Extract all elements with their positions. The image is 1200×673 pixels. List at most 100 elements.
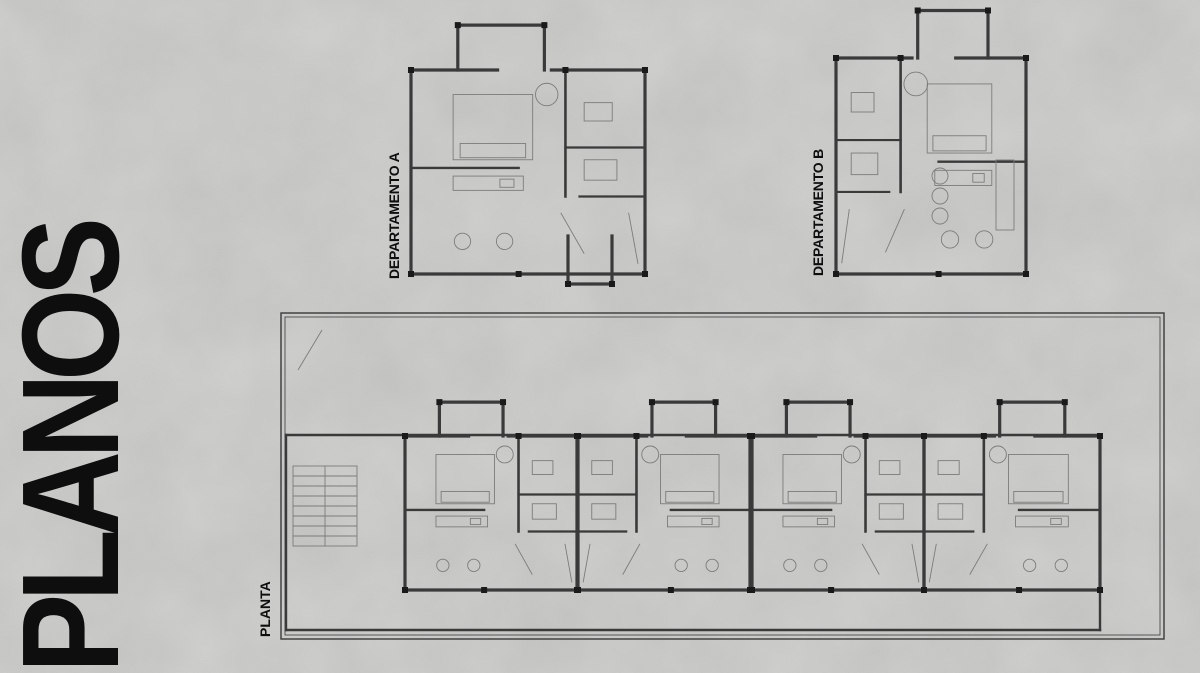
floor-plan-label: PLANTA (257, 581, 273, 637)
site-boundary (280, 312, 1165, 640)
furniture (1013, 490, 1064, 503)
furniture (816, 517, 829, 526)
column (847, 399, 854, 406)
column (642, 67, 648, 73)
column (712, 399, 719, 406)
furniture (850, 152, 879, 176)
column (783, 399, 790, 406)
fixture-circle (641, 445, 660, 464)
fixture-line (297, 329, 323, 371)
column (1061, 399, 1068, 406)
column (897, 55, 904, 61)
furniture (591, 460, 613, 475)
fixture-line (628, 212, 639, 264)
column (862, 433, 869, 439)
furniture (937, 460, 960, 475)
column (749, 587, 755, 593)
column (609, 281, 615, 287)
fixture-circle (931, 187, 949, 205)
furniture (660, 454, 720, 505)
apartment-b-label: DEPARTAMENTO B (810, 148, 826, 276)
furniture (972, 173, 985, 183)
fixture-circle (495, 232, 514, 250)
furniture (932, 135, 987, 152)
column (914, 7, 921, 14)
furniture (878, 460, 901, 475)
column (408, 67, 414, 73)
furniture (926, 83, 993, 154)
fixture-circle (495, 445, 514, 464)
column (1097, 587, 1103, 593)
fixture-line (969, 543, 988, 575)
column (648, 399, 655, 406)
fixture-line (622, 543, 641, 575)
fixture-circle (783, 558, 797, 572)
column (402, 587, 408, 593)
furniture (665, 490, 715, 503)
apartment-b-plan (833, 7, 1029, 277)
column (402, 433, 408, 439)
column (833, 271, 839, 277)
fixture-circle (674, 558, 688, 572)
column (935, 271, 942, 277)
furniture (440, 490, 490, 503)
furniture (782, 515, 836, 528)
furniture (499, 178, 515, 188)
fixture-line (514, 543, 533, 575)
fixture-circle (975, 230, 994, 249)
column (575, 587, 581, 593)
furniture (1008, 454, 1069, 505)
furniture (937, 503, 964, 520)
furniture (701, 517, 713, 526)
column (574, 433, 580, 439)
fixture-line (560, 212, 585, 254)
furniture (459, 142, 527, 159)
column (1023, 55, 1029, 61)
floor-plan (280, 312, 1165, 640)
apartment-a-label: DEPARTAMENTO A (386, 152, 402, 279)
apartment-a-plan (408, 22, 648, 287)
column (515, 271, 522, 277)
column (500, 399, 507, 406)
fixture-circle (931, 207, 949, 225)
column (667, 587, 674, 593)
column (921, 587, 927, 593)
furniture (666, 515, 720, 528)
furniture (995, 159, 1015, 231)
column (996, 399, 1003, 406)
fixture-circle (535, 82, 559, 107)
fixture-circle (814, 558, 828, 572)
furniture (583, 159, 618, 181)
column (642, 271, 648, 277)
column (481, 587, 488, 593)
furniture (531, 503, 557, 520)
column (408, 271, 414, 277)
column (1023, 271, 1029, 277)
fixture-circle (1022, 558, 1037, 572)
fixture-line (861, 543, 880, 575)
column (1097, 433, 1103, 439)
fixture-circle (1054, 558, 1068, 572)
fixture-line (564, 543, 573, 583)
furniture (1050, 517, 1062, 526)
furniture (583, 102, 613, 122)
column (921, 433, 927, 439)
column (828, 587, 835, 593)
fixture-circle (705, 558, 719, 572)
fixture-circle (940, 230, 960, 249)
column (541, 22, 548, 29)
column (1016, 587, 1023, 593)
furniture (782, 454, 842, 505)
furniture (531, 460, 554, 475)
fixture-circle (453, 232, 472, 250)
site-boundary-inner (284, 316, 1161, 636)
column (436, 399, 443, 406)
column (980, 433, 987, 439)
fixture-line (841, 209, 850, 264)
furniture (435, 515, 489, 528)
fixture-circle (436, 558, 450, 572)
furniture (1015, 515, 1069, 528)
column (985, 7, 991, 14)
